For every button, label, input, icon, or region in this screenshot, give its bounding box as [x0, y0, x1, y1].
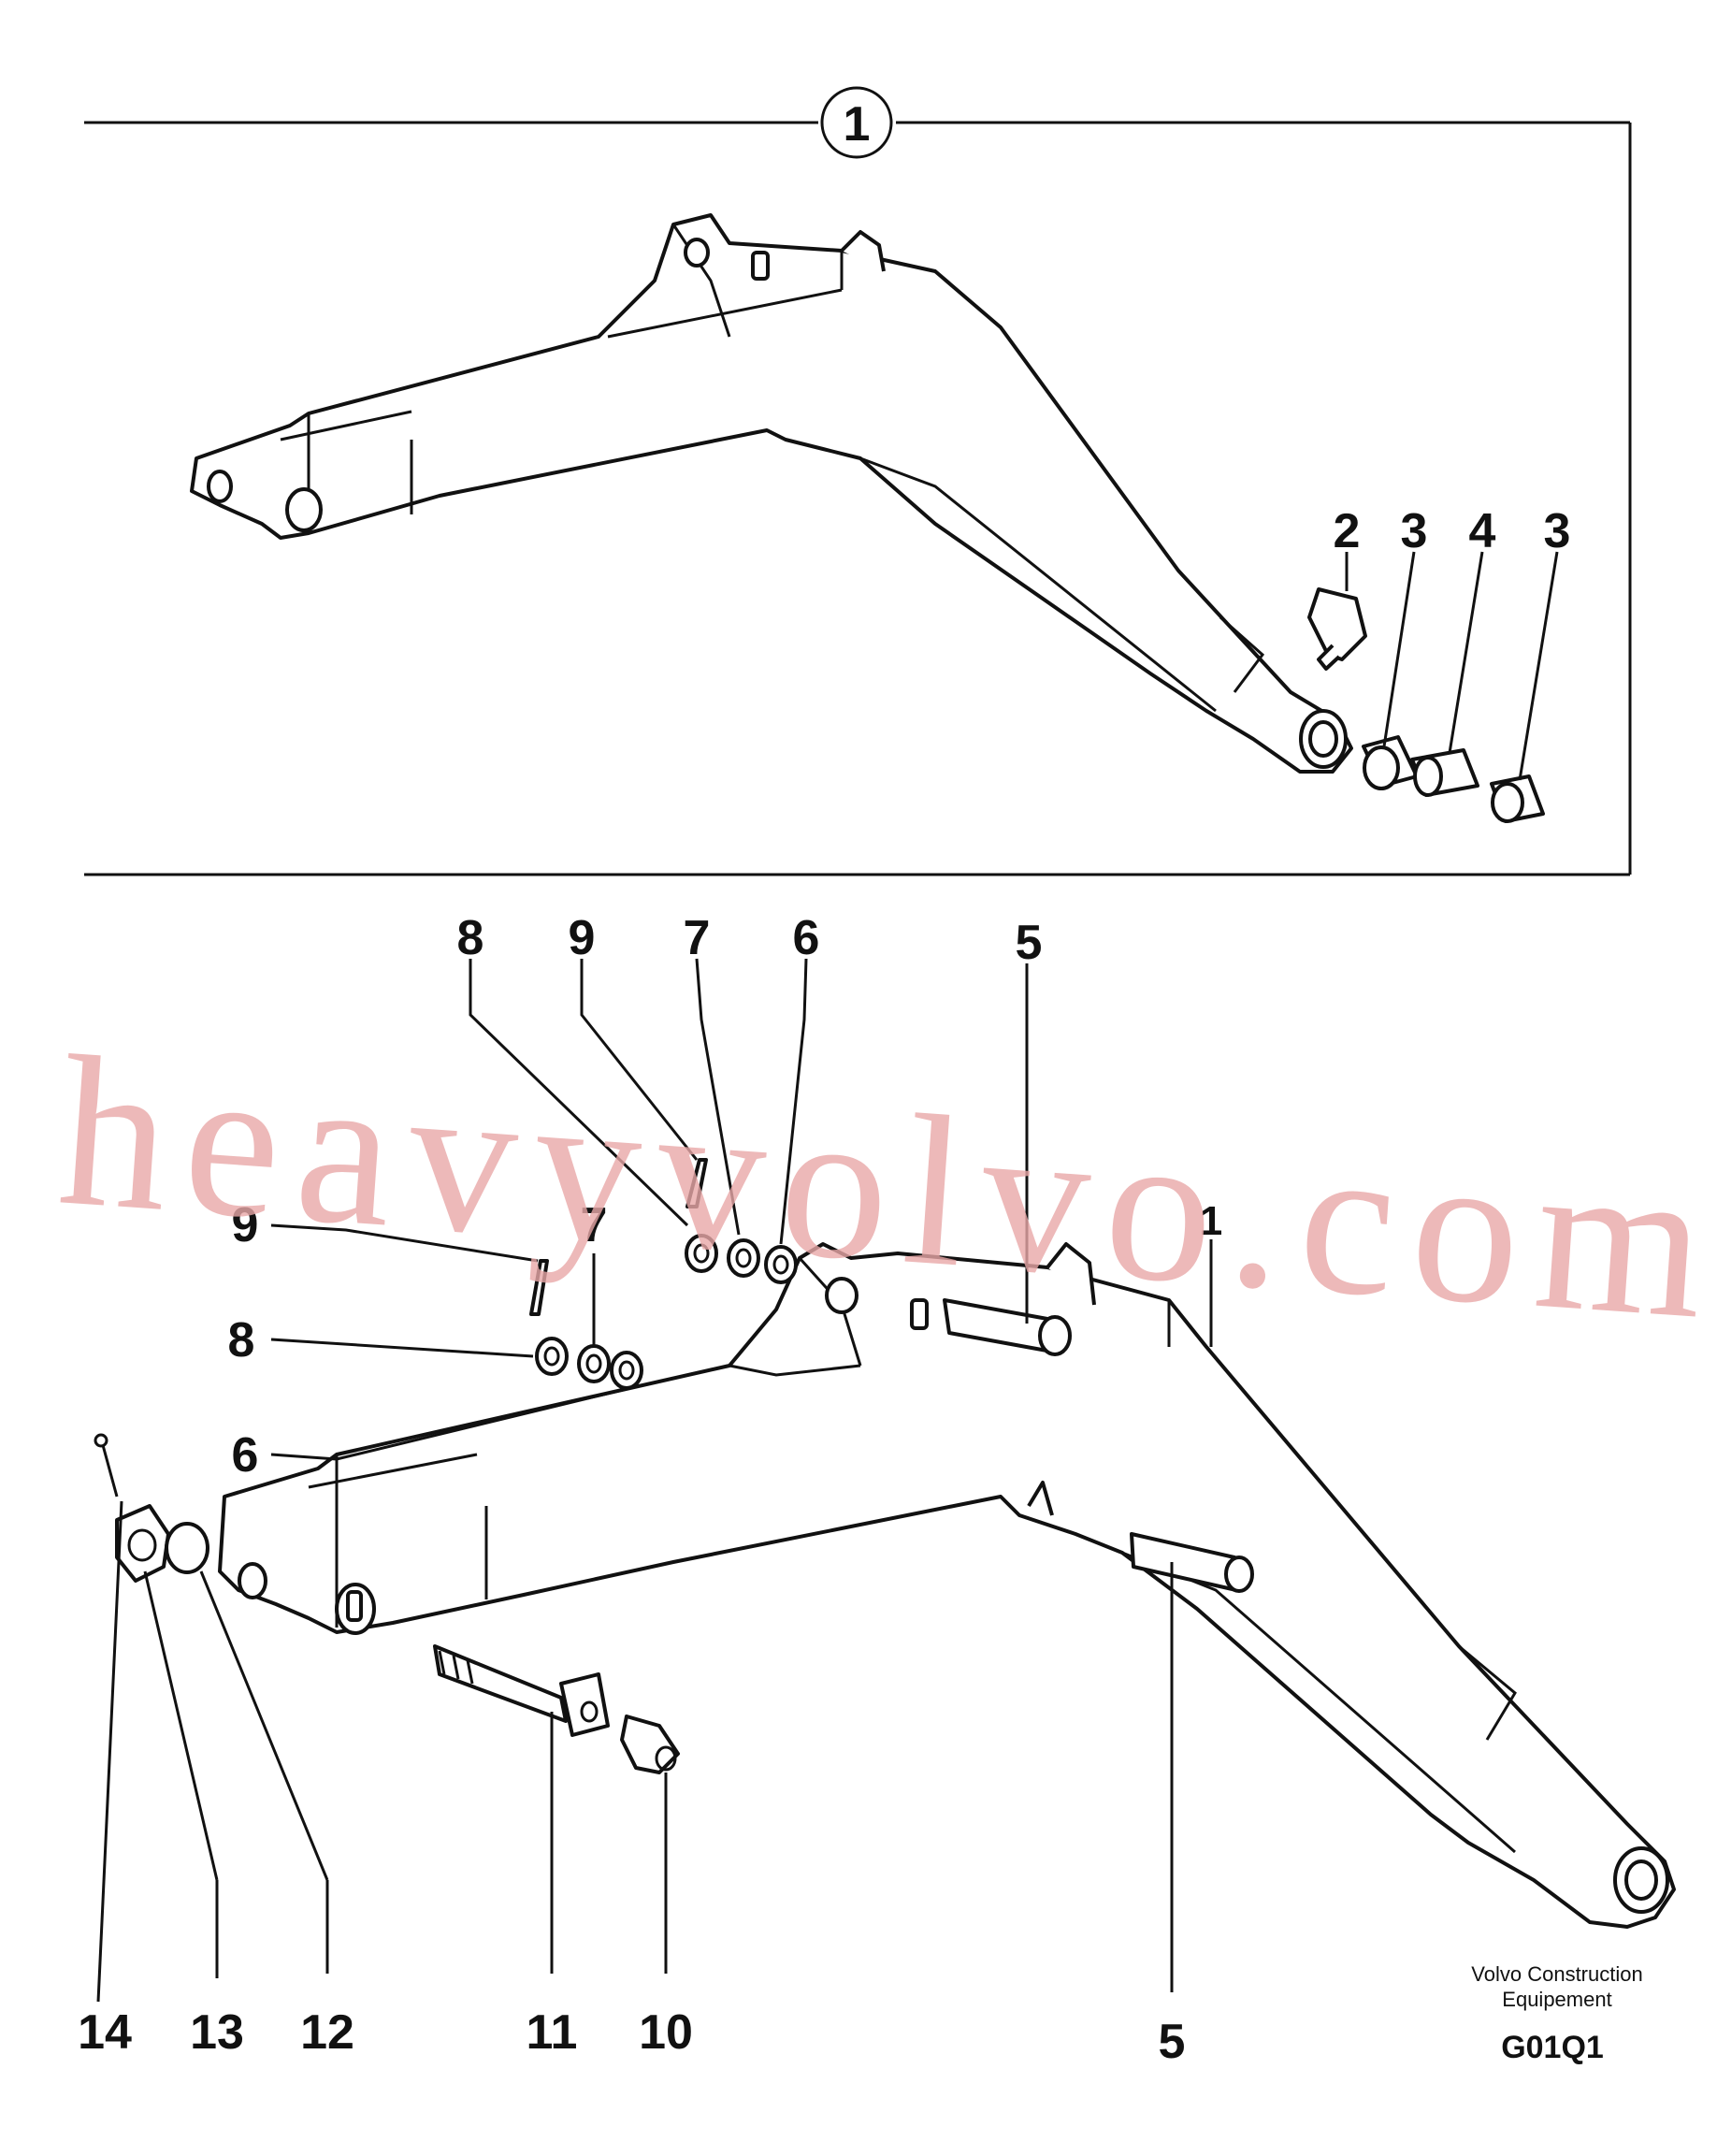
pin-bolt [433, 1644, 610, 1737]
pin-sleeve [1410, 748, 1479, 797]
label-7-upper: 7 [684, 911, 711, 965]
label-12: 12 [300, 2005, 354, 2060]
label-10: 10 [639, 2005, 693, 2060]
grease-nipple-angled [1307, 587, 1367, 671]
split-pin [94, 1433, 119, 1498]
label-3-top-right: 3 [1544, 504, 1571, 558]
company-line-1: Volvo Construction [1471, 1962, 1642, 1986]
label-7-left: 7 [581, 1198, 608, 1252]
label-6-upper: 6 [793, 911, 820, 965]
label-5-upper: 5 [1016, 916, 1043, 970]
figure-code: G01Q1 [1501, 2030, 1604, 2065]
label-8-upper: 8 [457, 911, 484, 965]
boom-detail-drawing [190, 213, 1353, 774]
washers-left [529, 1259, 643, 1390]
grease-nipple-straight [620, 1715, 680, 1774]
label-8-left: 8 [228, 1313, 255, 1367]
label-2-top: 2 [1334, 504, 1361, 558]
label-6-left: 6 [232, 1428, 259, 1483]
detail-callout-circle [820, 86, 893, 159]
label-1-main: 1 [1200, 1198, 1222, 1244]
washers-upper [685, 1158, 798, 1284]
detail-callout-label: 1 [844, 97, 871, 152]
label-9-upper: 9 [569, 911, 596, 965]
bushing-right [1490, 774, 1545, 823]
detail-frame: 1 [84, 86, 1632, 876]
pin-upper [943, 1298, 1072, 1356]
pin-lower [1130, 1532, 1254, 1593]
label-4-top: 4 [1469, 504, 1496, 558]
label-9-left: 9 [232, 1198, 259, 1252]
label-11: 11 [527, 2005, 578, 2060]
label-3-top-left: 3 [1401, 504, 1428, 558]
washer [165, 1522, 209, 1574]
label-13: 13 [190, 2005, 244, 2060]
nut [115, 1504, 170, 1583]
company-line-2: Equipement [1502, 1988, 1611, 2011]
bushing-left [1362, 735, 1419, 790]
boom-main-drawing [218, 1242, 1676, 1929]
label-5-lower: 5 [1159, 2015, 1186, 2069]
label-14: 14 [78, 2005, 132, 2060]
